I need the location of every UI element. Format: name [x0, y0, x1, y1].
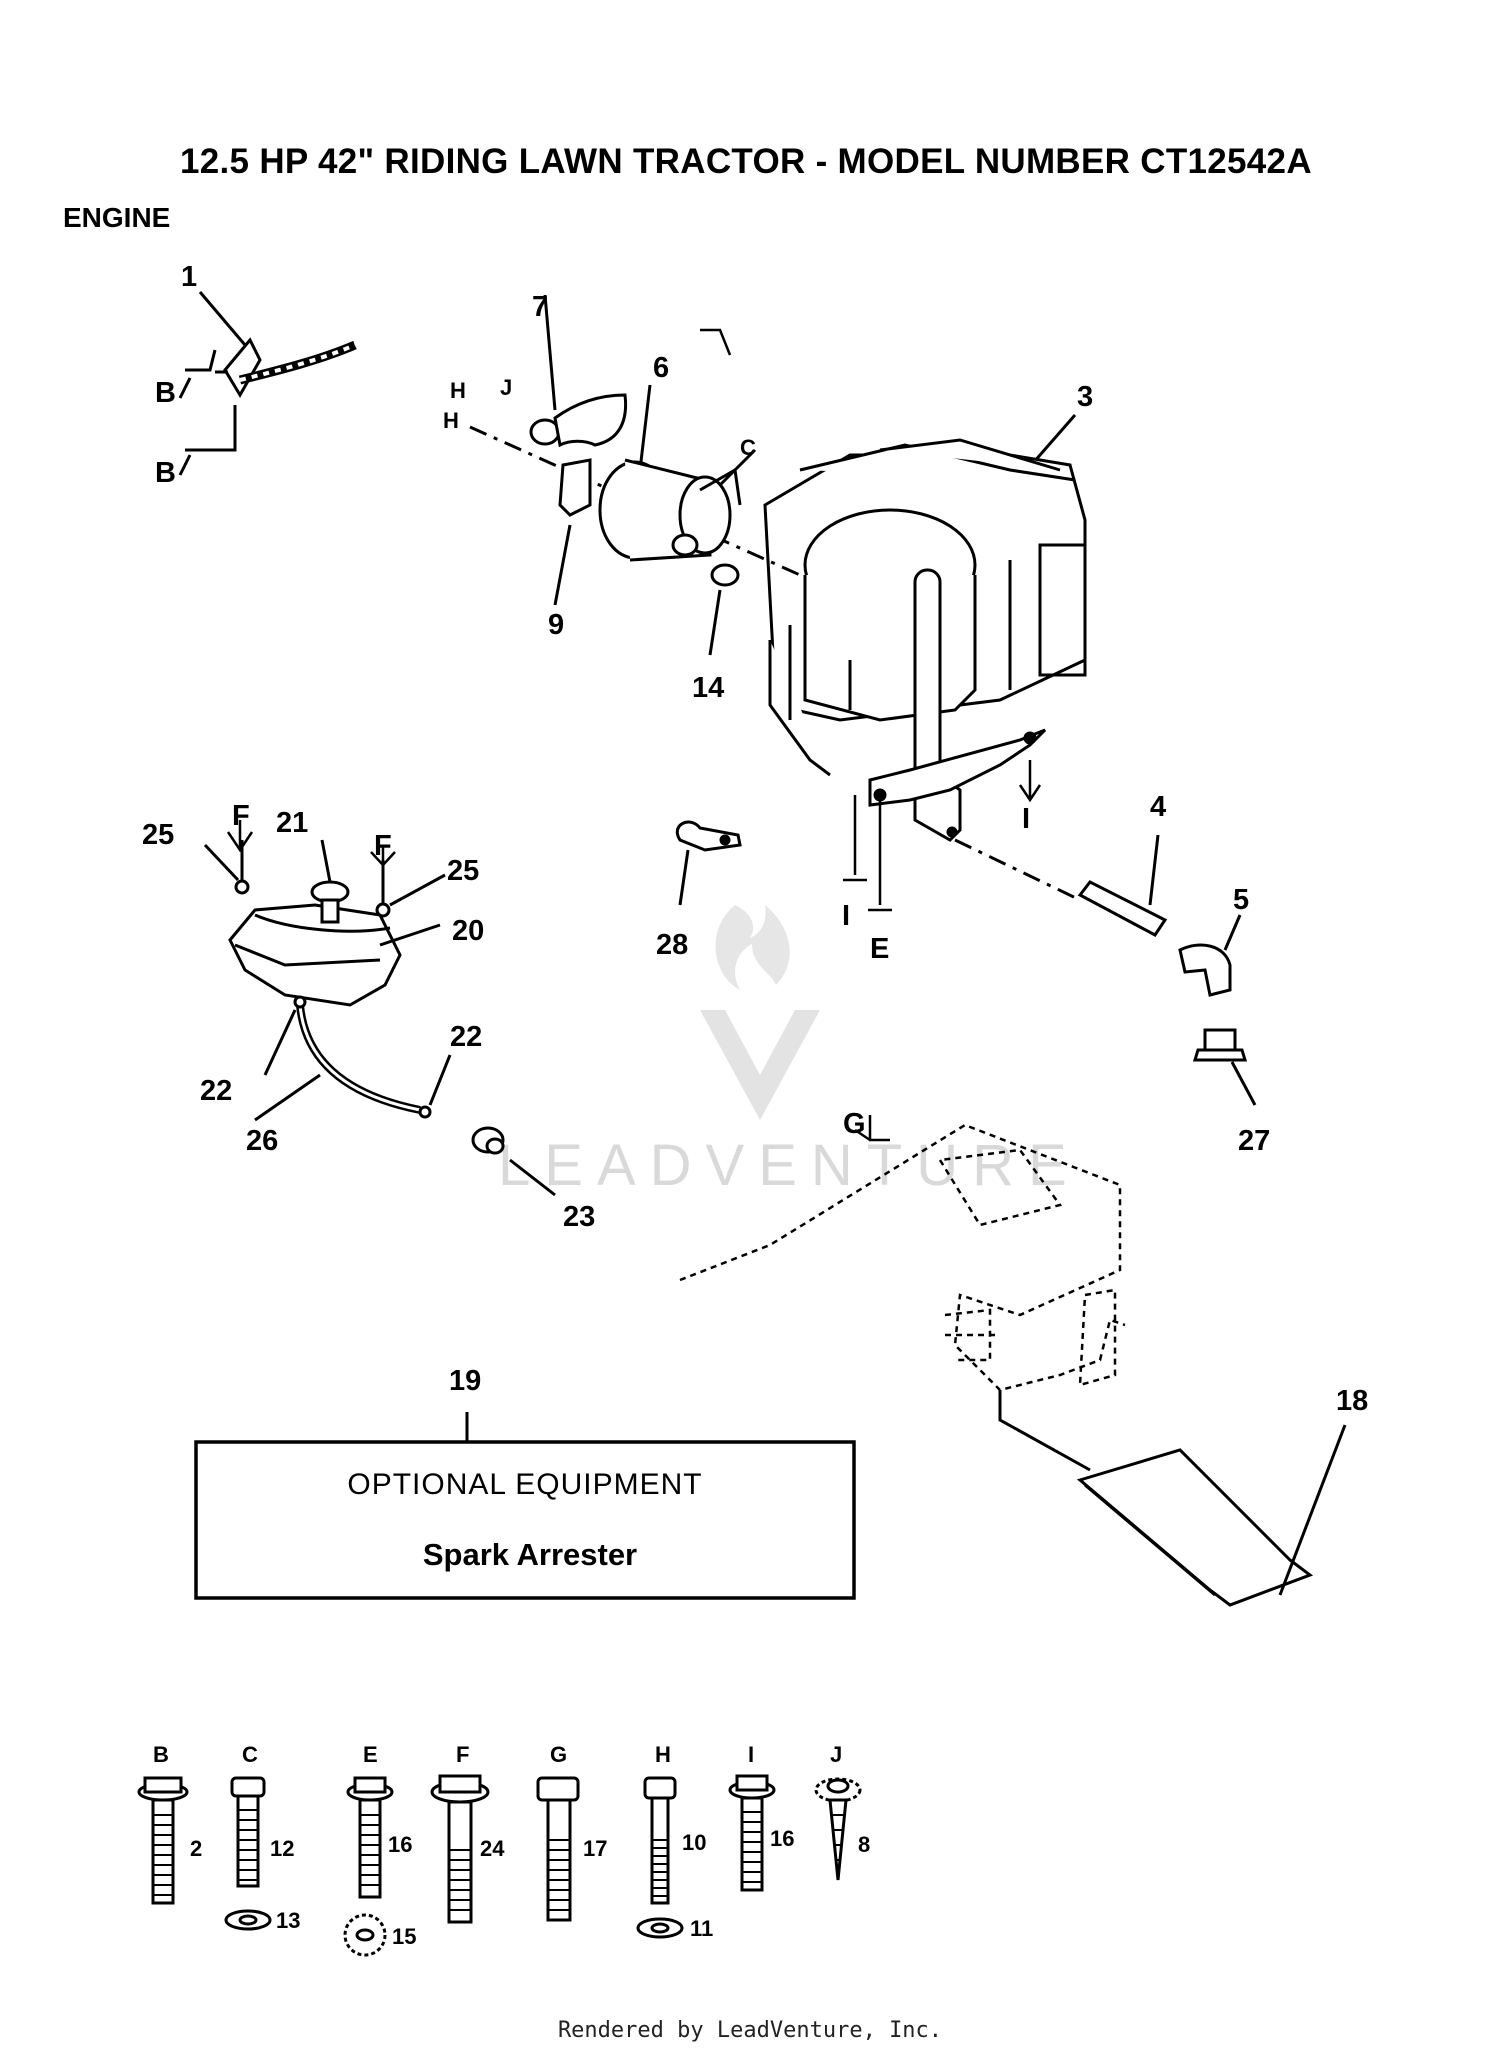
hardware-c-part: 12 [270, 1836, 294, 1861]
hardware-h-part: 10 [682, 1830, 706, 1855]
hardware-b-bolt: B 2 [137, 1742, 202, 1905]
hardware-c-washer: 13 [276, 1908, 300, 1933]
ref-f-1: F [232, 800, 250, 832]
hardware-e-letter: E [363, 1742, 378, 1767]
callout-3: 3 [1077, 381, 1093, 413]
part-27-plug [1192, 1028, 1257, 1106]
watermark-v-icon [700, 1010, 820, 1120]
part-3-engine [763, 414, 1087, 842]
callout-23: 23 [563, 1201, 595, 1233]
ref-h-1: H [450, 378, 466, 403]
callout-26: 26 [246, 1125, 278, 1157]
callout-14: 14 [692, 672, 724, 704]
callout-28: 28 [656, 929, 688, 961]
watermark-flame-icon [715, 905, 790, 990]
hardware-j-part: 8 [858, 1832, 870, 1857]
callout-20: 20 [452, 915, 484, 947]
hardware-j-letter: J [830, 1742, 842, 1767]
hardware-b-part: 2 [190, 1836, 202, 1861]
hardware-h-washer: 11 [690, 1916, 713, 1941]
hardware-legend: B 2 C 12 13 E 16 15 [137, 1742, 870, 1957]
footer-credit: Rendered by LeadVenture, Inc. [557, 2018, 943, 2043]
ref-j: J [500, 375, 512, 400]
ref-f-2: F [374, 830, 392, 862]
hardware-f-letter: F [456, 1742, 469, 1767]
hardware-j-screw: J 8 [814, 1742, 870, 1881]
ref-b-1: B [155, 377, 176, 409]
hardware-f-part: 24 [480, 1836, 505, 1861]
hardware-g-bolt: G 17 [536, 1742, 607, 1922]
part-14-fitting [708, 563, 740, 656]
part-6-air-cleaner [469, 384, 801, 577]
part-7-intake-tube [529, 294, 628, 448]
hardware-e-washer: 15 [392, 1924, 416, 1949]
watermark-text: LEADVENTURE [498, 1133, 1081, 1198]
ref-i-1: I [1022, 803, 1030, 835]
ref-i-2: I [842, 900, 850, 932]
optional-equipment-heading: OPTIONAL EQUIPMENT [347, 1468, 702, 1501]
hardware-e-part: 16 [388, 1832, 412, 1857]
reference-markers [226, 328, 1042, 1142]
part-9-clip [553, 458, 592, 606]
part-21-fuel-cap [310, 839, 350, 924]
callout-22b: 22 [450, 1021, 482, 1053]
part-26-fuel-line [254, 995, 452, 1122]
callout-18: 18 [1336, 1385, 1368, 1417]
callout-5: 5 [1233, 884, 1249, 916]
part-4-pipe [954, 834, 1168, 937]
reference-letters: B B H H J C F F I I E G [155, 375, 1030, 1140]
ref-e: E [870, 933, 889, 965]
callout-7: 7 [532, 291, 548, 323]
callout-25a: 25 [142, 819, 174, 851]
ref-h-2: H [443, 408, 459, 433]
watermark: LEADVENTURE [498, 905, 1081, 1198]
part-23-grommet [471, 1126, 556, 1197]
optional-equipment-box: OPTIONAL EQUIPMENT Spark Arrester [194, 1412, 856, 1600]
callout-21: 21 [276, 807, 308, 839]
part-28-clamp [676, 820, 742, 906]
ref-b-2: B [155, 457, 176, 489]
hardware-g-part: 17 [583, 1836, 607, 1861]
hardware-c-letter: C [242, 1742, 258, 1767]
hardware-i-bolt: I 16 [728, 1742, 794, 1892]
part-20-fuel-tank [228, 903, 441, 1007]
part-5-elbow [1178, 914, 1242, 997]
part-18-heat-shield [998, 1390, 1347, 1607]
callout-27: 27 [1238, 1125, 1270, 1157]
callout-6: 6 [653, 352, 669, 384]
hardware-b-letter: B [153, 1742, 169, 1767]
callout-22a: 22 [200, 1075, 232, 1107]
optional-equipment-item: Spark Arrester [423, 1537, 637, 1572]
frame-outline [679, 1123, 1126, 1392]
callout-labels: 1 7 6 3 9 14 4 25 21 25 5 28 20 22 22 26… [142, 261, 1368, 1417]
part-1-throttle-cable [178, 291, 357, 476]
callout-9: 9 [548, 609, 564, 641]
hardware-e-bolt: E 16 15 [343, 1742, 416, 1957]
hardware-i-letter: I [748, 1742, 754, 1767]
callout-25b: 25 [447, 855, 479, 887]
callout-4: 4 [1150, 791, 1166, 823]
hardware-h-letter: H [655, 1742, 671, 1767]
section-heading: ENGINE [63, 202, 171, 233]
hardware-h-bolt: H 10 11 [636, 1742, 713, 1941]
hardware-c-bolt: C 12 13 [224, 1742, 300, 1933]
hardware-f-bolt: F 24 [430, 1742, 505, 1924]
callout-19: 19 [449, 1365, 481, 1397]
part-25-washers [203, 840, 446, 918]
hardware-g-letter: G [550, 1742, 567, 1767]
ref-c: C [740, 435, 756, 460]
ref-g: G [843, 1108, 866, 1140]
callout-1: 1 [181, 261, 197, 293]
hardware-i-part: 16 [770, 1826, 794, 1851]
diagram-title: 12.5 HP 42" RIDING LAWN TRACTOR - MODEL … [180, 142, 1312, 181]
